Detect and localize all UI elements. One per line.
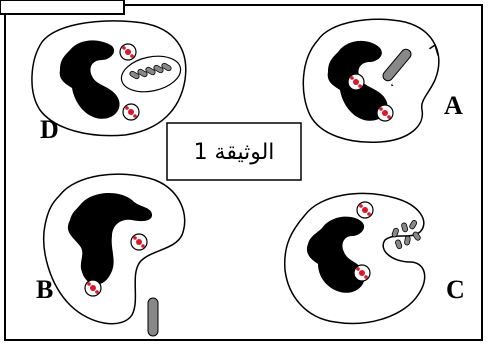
label-a: A xyxy=(444,91,463,120)
cell-b-bacterium xyxy=(148,298,158,336)
cell-a-granule-1 xyxy=(348,74,364,90)
header-tab xyxy=(0,0,124,14)
cell-a-granule-2 xyxy=(377,105,393,121)
document-title: الوثيقة 1 xyxy=(194,140,275,165)
cell-b: B xyxy=(36,174,185,336)
document-title-box: الوثيقة 1 xyxy=(167,123,301,180)
cell-c-granule-2 xyxy=(354,265,370,281)
cell-c-granule-1 xyxy=(357,202,373,218)
label-d: D xyxy=(40,115,59,144)
cell-a: A xyxy=(303,19,463,142)
cell-d-granule-1 xyxy=(120,44,136,60)
cell-d-granule-2 xyxy=(123,104,139,120)
cell-d: D xyxy=(32,21,186,144)
cell-c: C xyxy=(285,193,465,323)
cell-a-membrane xyxy=(303,19,438,142)
label-b: B xyxy=(36,275,53,304)
label-c: C xyxy=(446,275,465,304)
cell-c-membrane xyxy=(285,193,425,323)
cell-b-granule-2 xyxy=(85,280,101,296)
cell-b-granule-1 xyxy=(131,234,147,250)
